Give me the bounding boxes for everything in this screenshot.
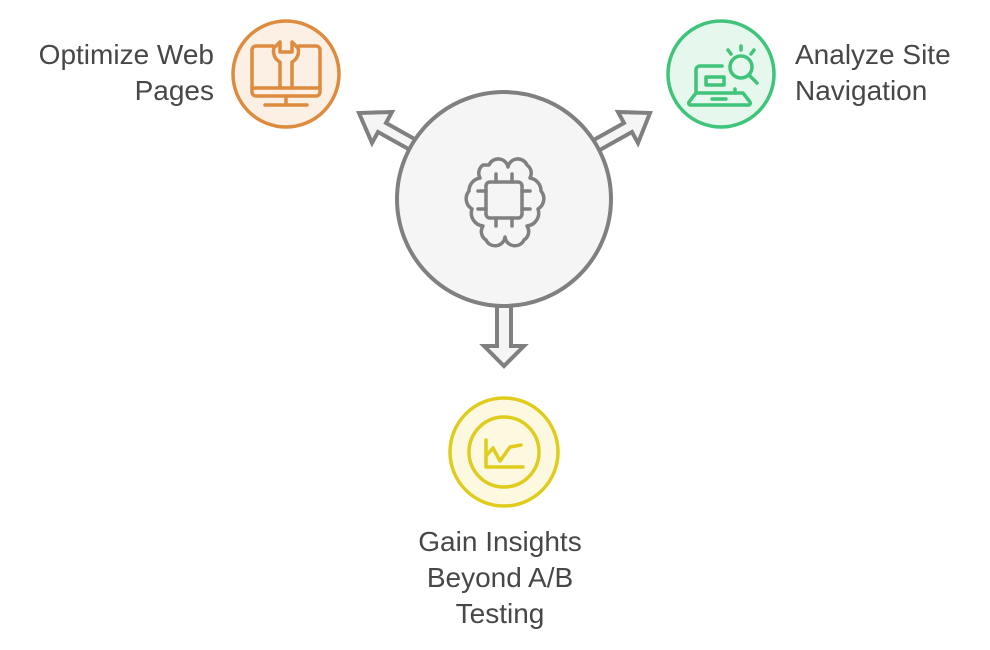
label-optimize-line2: Pages (134, 75, 214, 106)
label-analyze-line1: Analyze Site (795, 39, 951, 70)
node-optimize (231, 19, 341, 129)
label-insights-line2: Beyond A/B (426, 562, 574, 593)
label-optimize: Optimize Web Pages (0, 37, 214, 109)
brain-chip-icon (464, 157, 546, 248)
arrow-to-analyze (586, 109, 653, 154)
monitor-wrench-icon (250, 40, 322, 107)
label-analyze-line2: Navigation (795, 75, 928, 106)
label-optimize-line1: Optimize Web (38, 39, 214, 70)
label-insights-line3: Testing (455, 598, 545, 629)
label-insights-line1: Gain Insights (418, 526, 582, 557)
label-insights: Gain Insights Beyond A/B Testing (395, 524, 605, 632)
center-node (395, 90, 613, 308)
laptop-search-icon (687, 44, 759, 107)
node-analyze (666, 19, 776, 129)
node-insights (448, 396, 560, 508)
line-chart-icon (484, 438, 525, 469)
arrow-to-insights (479, 304, 529, 369)
label-analyze: Analyze Site Navigation (795, 37, 985, 109)
